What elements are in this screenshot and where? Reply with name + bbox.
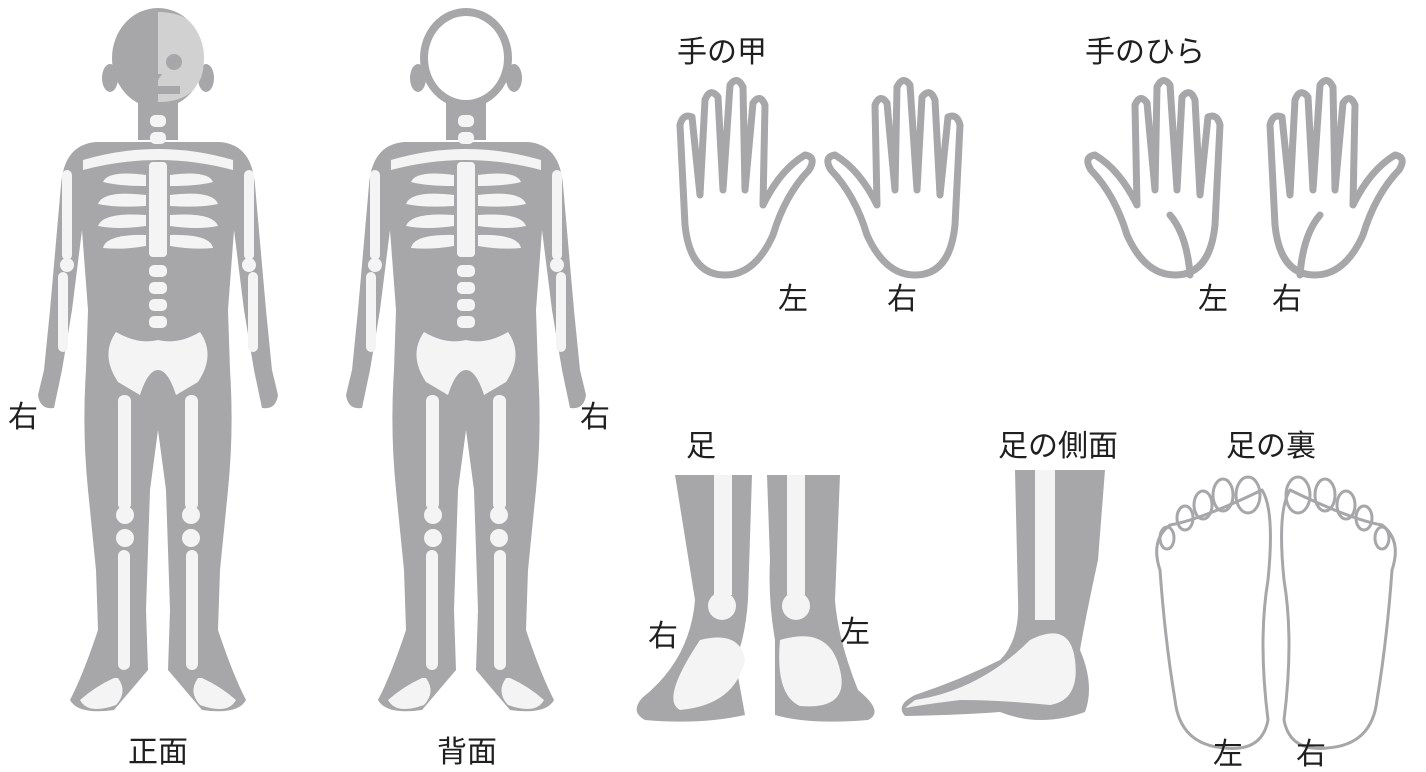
label-palm-left: 左 <box>1198 285 1228 315</box>
sole-right-outline <box>1282 477 1396 748</box>
label-foot-left: 左 <box>840 618 870 648</box>
label-sole-right: 右 <box>1296 740 1326 770</box>
label-palm-right: 右 <box>1272 285 1302 315</box>
label-sole-left: 左 <box>1213 740 1243 770</box>
body-back-figure <box>346 8 586 711</box>
label-front: 正面 <box>128 738 188 768</box>
foot-side-figure <box>902 470 1105 720</box>
label-back-side: 右 <box>580 403 610 433</box>
palm-left-outline <box>1088 80 1220 275</box>
hand-back-left-outline <box>680 80 812 275</box>
label-hand-back-right: 右 <box>887 285 917 315</box>
label-foot-title: 足 <box>686 432 716 462</box>
label-sole-title: 足の裏 <box>1226 432 1316 462</box>
label-front-side: 右 <box>8 403 38 433</box>
body-front-figure <box>38 8 278 711</box>
hand-back-right-outline <box>828 80 960 275</box>
label-palm-title: 手のひら <box>1085 38 1205 68</box>
label-foot-side-title: 足の側面 <box>998 432 1118 462</box>
sole-left-outline <box>1157 477 1271 748</box>
label-hand-back-left: 左 <box>778 285 808 315</box>
feet-front-figure <box>637 475 875 722</box>
label-foot-right: 右 <box>648 622 678 652</box>
label-hand-back-title: 手の甲 <box>677 38 767 68</box>
label-back: 背面 <box>437 738 497 768</box>
palm-right-outline <box>1270 80 1402 275</box>
